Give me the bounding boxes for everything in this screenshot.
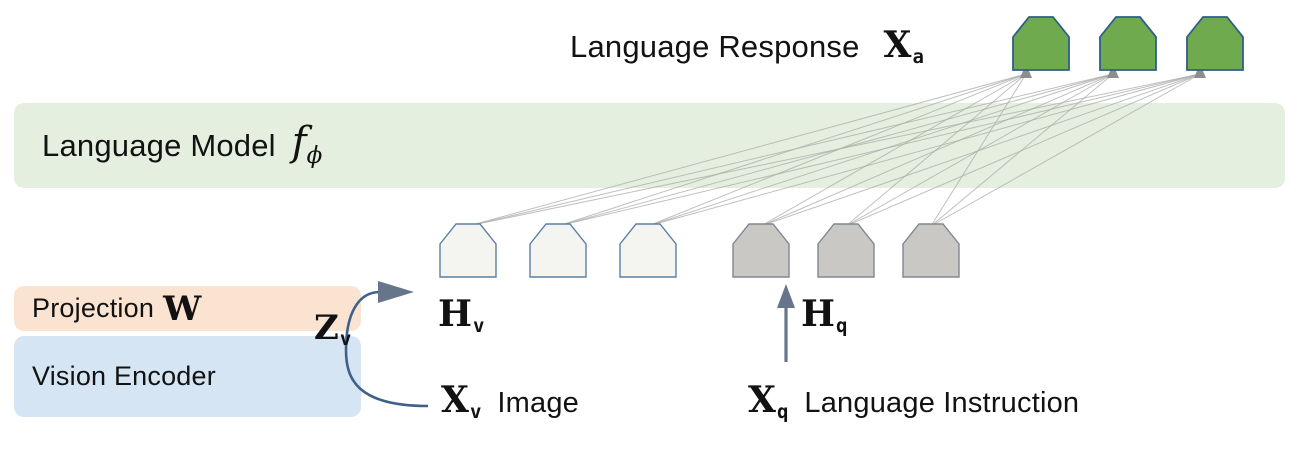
h-q-arrowhead-icon [777,284,795,308]
projection-label: Projection [32,293,155,323]
x-a-symbol: Xa [883,24,924,68]
vision-token [439,223,497,278]
response-token [1099,16,1157,71]
attention-line [845,73,1114,227]
query-token [732,223,790,278]
language-model-label: Language Model [42,127,276,163]
response-arrowhead-icon [1107,64,1119,78]
x-q-group: Xq Language Instruction [748,382,1079,423]
h-v-symbol: Hv [438,293,485,337]
attention-line [760,73,1114,227]
projection-bar: Projection W [14,286,361,331]
response-token [1012,16,1070,71]
vision-encoder-bar: Vision Encoder [14,336,361,417]
attention-line [930,73,1201,227]
x-v-symbol: Xv [441,379,482,423]
attention-line [647,73,1201,227]
attention-line [930,73,1027,227]
x-q-symbol: Xq [748,379,789,423]
response-token [1186,16,1244,71]
query-token [902,223,960,278]
response-arrowhead-icon [1194,64,1206,78]
vision-encoder-label: Vision Encoder [32,361,216,391]
z-v-arrowhead-icon [378,281,414,303]
attention-line [930,73,1114,227]
attention-line [467,73,1027,227]
attention-line [647,73,1114,227]
attention-line [557,73,1114,227]
projection-symbol: W [163,288,202,329]
attention-line [760,73,1027,227]
vision-token [529,223,587,278]
z-v-flow-arrow [344,290,429,408]
attention-line [647,73,1027,227]
attention-line [557,73,1027,227]
query-token [817,223,875,278]
attention-line [845,73,1027,227]
attention-line [845,73,1201,227]
vision-token [619,223,677,278]
image-label: Image [497,387,579,419]
response-arrowhead-icon [1020,64,1032,78]
language-instruction-label: Language Instruction [804,387,1080,419]
x-v-group: Xv Image [441,382,579,423]
h-q-symbol: Hq [801,293,848,337]
language-model-symbol: fϕ [291,119,323,169]
language-response-group: Language Response Xa [570,27,924,68]
z-v-symbol: Zv [314,308,352,350]
language-response-label: Language Response [570,29,860,64]
